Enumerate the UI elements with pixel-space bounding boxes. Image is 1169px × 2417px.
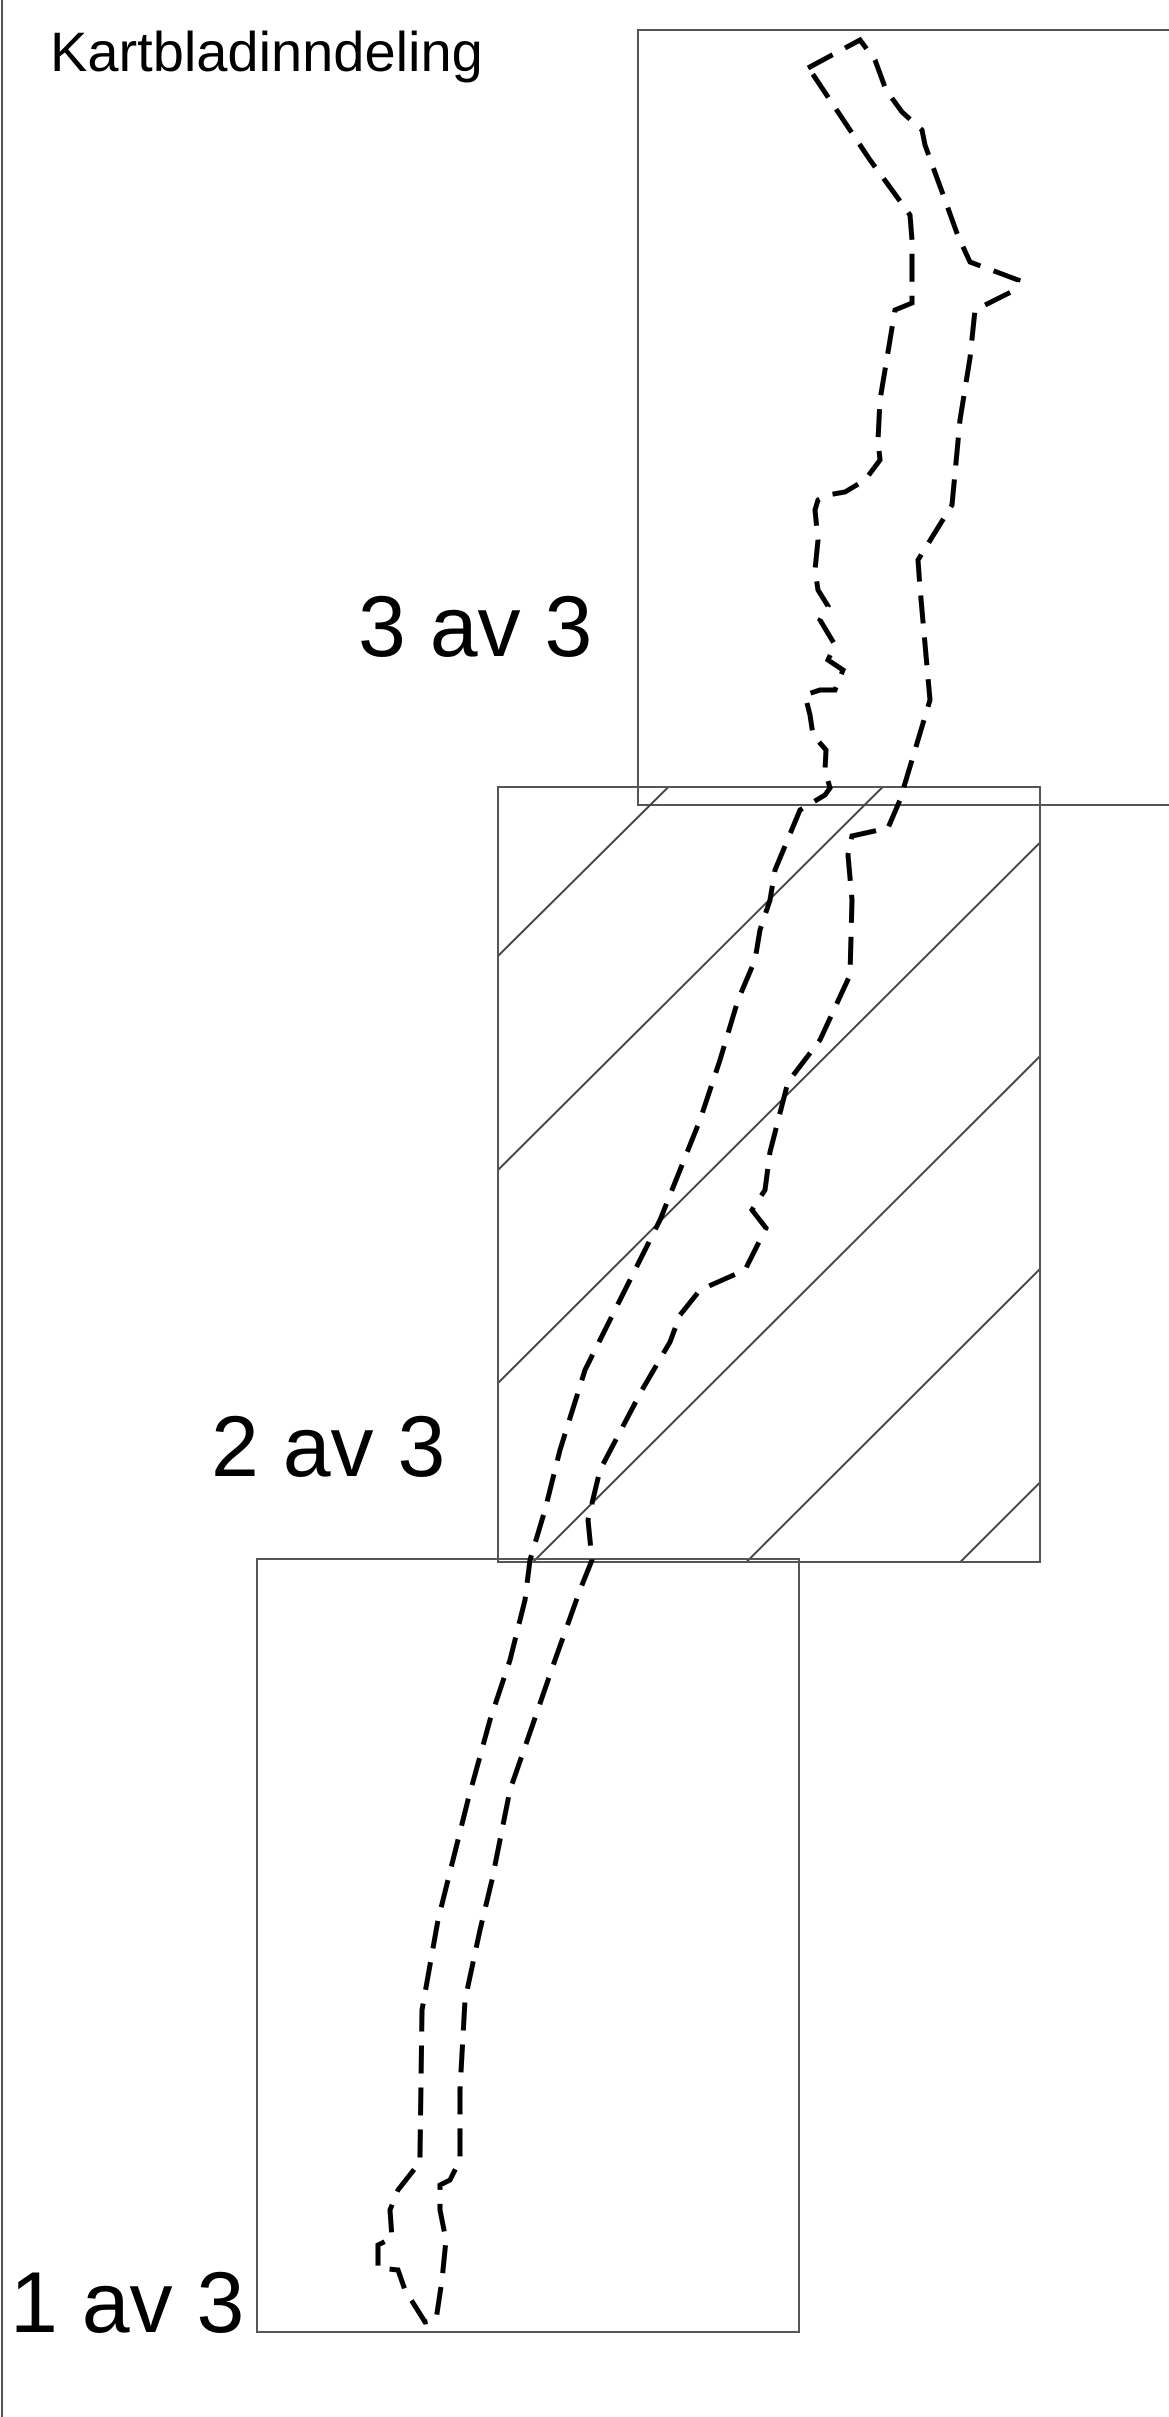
sheet-1-frame[interactable] (256, 1558, 800, 2333)
dashed-river-outline-icon (375, 36, 1022, 2325)
sheet-3-frame[interactable] (637, 29, 1169, 806)
sheet-2-hatch (498, 787, 1040, 1562)
sheet-2-frame[interactable] (497, 786, 1041, 1563)
sheet-3-label: 3 av 3 (358, 579, 592, 675)
map-title: Kartbladinndeling (50, 20, 483, 83)
sheet-2-label: 2 av 3 (211, 1399, 445, 1495)
sheet-1-label: 1 av 3 (10, 2255, 244, 2351)
